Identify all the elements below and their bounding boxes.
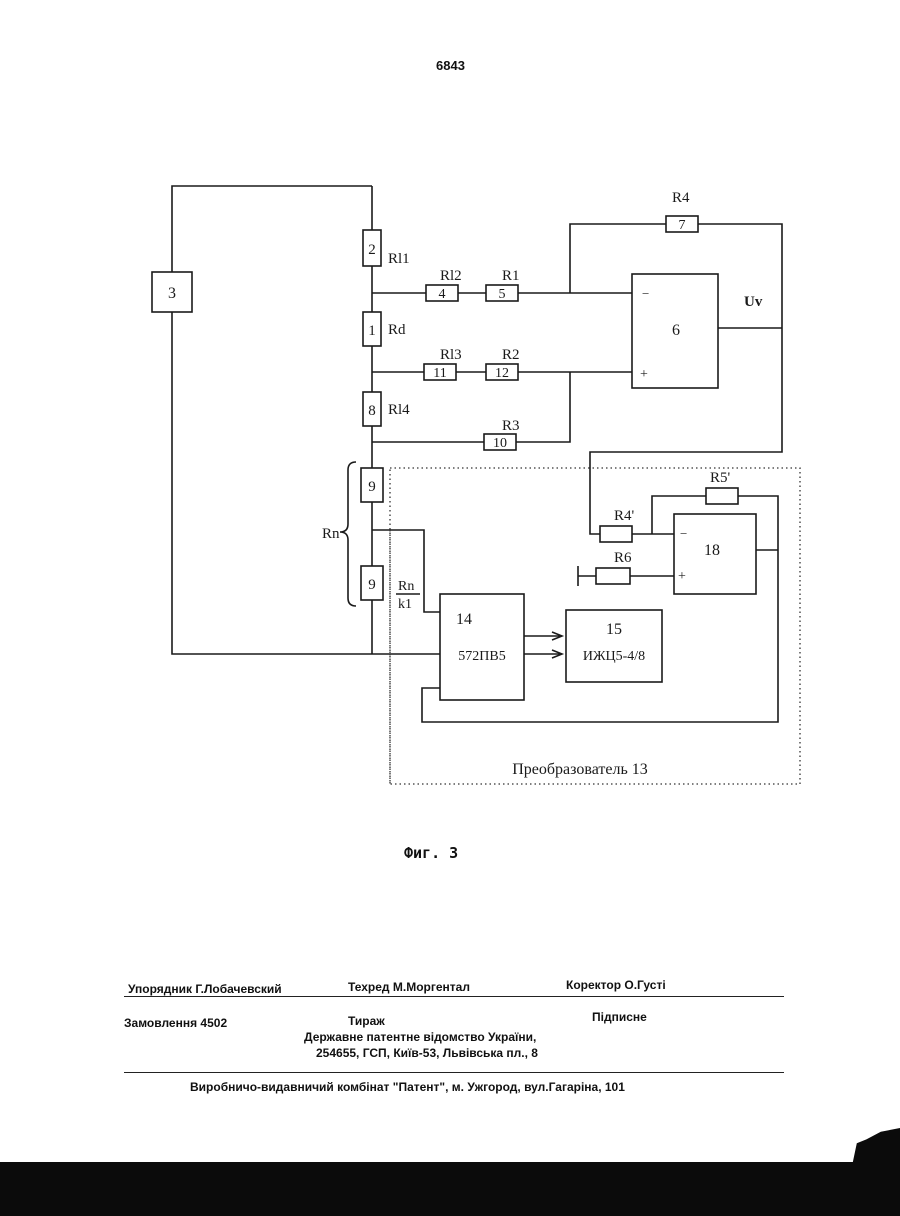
block-11: 11: [424, 364, 456, 381]
block-15-display: 15 ИЖЦ5-4/8: [566, 610, 662, 682]
svg-text:4: 4: [439, 287, 446, 302]
footer-rule-top: [124, 996, 784, 997]
scan-edge-shadow: [852, 1128, 900, 1166]
label-r4-prime: R4': [614, 508, 635, 524]
footer-compiler: Упорядник Г.Лобачевский: [128, 982, 282, 996]
block-4: 4: [426, 285, 458, 302]
svg-text:5: 5: [499, 287, 506, 302]
label-r1: R1: [502, 268, 520, 284]
block-6-opamp: 6 − +: [632, 274, 718, 388]
footer-techred: Техред М.Моргентал: [348, 980, 470, 994]
label-uv: Uv: [744, 294, 763, 310]
footer-corrector: Коректор О.Густі: [566, 978, 666, 992]
label-rn: Rn: [322, 526, 340, 542]
footer-publisher: Виробничо-видавничий комбінат "Патент", …: [190, 1080, 625, 1094]
label-r5-prime: R5': [710, 470, 731, 486]
label-r4-top: R4: [672, 190, 690, 206]
block-12: 12: [486, 364, 518, 381]
block-9-upper: 9: [361, 468, 383, 502]
block-18-opamp: 18 − +: [674, 514, 756, 594]
label-r6: R6: [614, 550, 632, 566]
label-r2: R2: [502, 347, 520, 363]
block-9-lower: 9: [361, 566, 383, 600]
svg-text:2: 2: [368, 242, 376, 258]
label-rl2: Rl2: [440, 268, 462, 284]
svg-text:9: 9: [368, 577, 376, 593]
svg-text:+: +: [640, 367, 648, 382]
svg-text:572ПВ5: 572ПВ5: [458, 649, 505, 664]
block-5: 5: [486, 285, 518, 302]
footer-subscription: Підписне: [592, 1010, 647, 1024]
block-2: 2: [363, 230, 381, 266]
svg-text:−: −: [680, 526, 687, 541]
label-rn-k1-numerator: Rn: [398, 579, 414, 594]
svg-text:12: 12: [495, 366, 509, 381]
block-10: 10: [484, 434, 516, 451]
svg-text:7: 7: [679, 218, 686, 233]
svg-text:1: 1: [368, 323, 376, 339]
block-8: 8: [363, 392, 381, 426]
svg-text:3: 3: [168, 285, 176, 302]
r4-prime-resistor: [600, 526, 632, 542]
footer-office-line2: 254655, ГСП, Київ-53, Львівська пл., 8: [316, 1046, 538, 1060]
block-14-adc: 14 572ПВ5: [440, 594, 524, 700]
svg-text:ИЖЦ5-4/8: ИЖЦ5-4/8: [583, 649, 645, 664]
svg-text:8: 8: [368, 403, 376, 419]
label-converter: Преобразователь 13: [512, 761, 648, 778]
svg-text:11: 11: [433, 366, 446, 381]
svg-text:9: 9: [368, 479, 376, 495]
svg-text:15: 15: [606, 621, 622, 638]
svg-text:6: 6: [672, 322, 680, 339]
footer-office-line1: Державне патентне відомство України,: [304, 1030, 536, 1044]
svg-text:14: 14: [456, 611, 472, 628]
r6-resistor: [596, 568, 630, 584]
block-7: 7: [666, 216, 698, 233]
label-rl1: Rl1: [388, 251, 410, 267]
svg-text:+: +: [678, 569, 686, 584]
footer-circulation: Тираж: [348, 1014, 385, 1028]
footer-order: Замовлення 4502: [124, 1016, 227, 1030]
svg-text:18: 18: [704, 542, 720, 559]
block-3: 3: [152, 272, 192, 312]
svg-text:−: −: [642, 286, 649, 301]
r5-prime-resistor: [706, 488, 738, 504]
label-rl4: Rl4: [388, 402, 410, 418]
footer-rule-bottom: [124, 1072, 784, 1073]
label-rl3: Rl3: [440, 347, 462, 363]
figure-caption: Фиг. 3: [404, 844, 458, 862]
block-1: 1: [363, 312, 381, 346]
svg-text:10: 10: [493, 436, 507, 451]
label-rn-k1-denominator: k1: [398, 597, 412, 612]
circuit-diagram: 3 2 1 8 9 9 4 5 7 11 12 10: [0, 0, 900, 820]
scan-bottom-band: [0, 1162, 900, 1216]
label-rd: Rd: [388, 322, 406, 338]
label-r3: R3: [502, 418, 520, 434]
